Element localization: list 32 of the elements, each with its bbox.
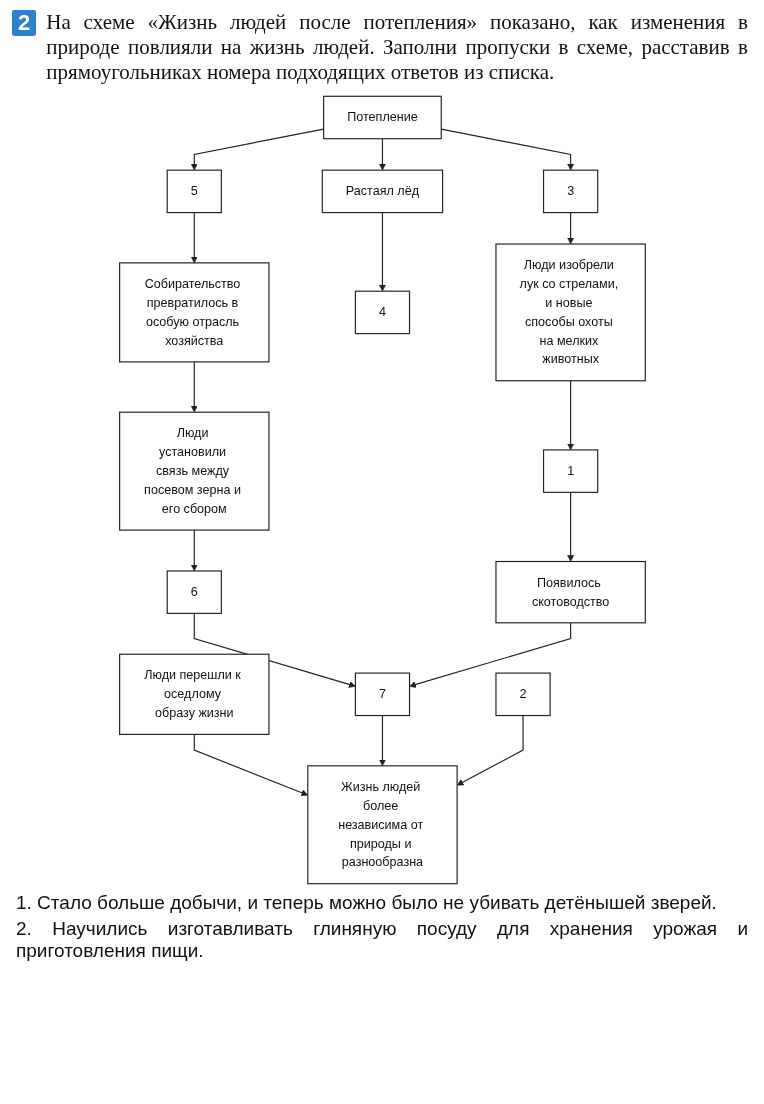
node-box: Люди перешли к оседлому образу жизни: [118, 653, 270, 735]
arrow: [440, 128, 574, 171]
node-box: Собирательство превратилось в особую отрасль хозяйства: [118, 261, 270, 363]
arrow: [378, 211, 386, 292]
node-box: 7: [354, 672, 410, 716]
task-text: На схеме «Жизнь людей после потепления» показано, как изменения в природе повлияли на жизнь людей. Заполни пропуски в схеме, расставив в прямоугольниках номера подходящих ответов из списка.: [46, 10, 748, 86]
arrow: [378, 714, 386, 766]
node-box: 3: [542, 169, 598, 213]
node-box: 6: [166, 569, 222, 614]
node-box: 1: [542, 448, 598, 493]
node-box: Появилось скотоводство: [494, 560, 646, 623]
node-box: 4: [354, 290, 410, 334]
answer-option: 2. Научились изготавливать глиняную посуду для хранения урожая и приготовления пищи.: [0, 915, 764, 964]
arrow: [193, 733, 308, 796]
node-box: Жизнь людей более независима от природы и разнообразна: [306, 764, 458, 884]
arrow: [566, 379, 574, 450]
answer-option: 1. Стало больше добычи, и теперь можно было не убивать детёнышей зверей.: [0, 889, 764, 916]
node-box: 5: [166, 169, 222, 213]
arrow: [456, 714, 524, 785]
node-box: Люди установили связь между посевом зерна и его сбором: [118, 411, 270, 531]
node-box: Люди изобрели лук со стрелами, и новые способы охоты на мелких животных: [494, 243, 646, 381]
node-box: 2: [494, 672, 551, 716]
node-box: Растаял лёд: [321, 169, 443, 213]
task-number: 2: [12, 10, 37, 36]
arrow: [190, 211, 198, 263]
node-box: Потепление: [322, 95, 442, 139]
arrow: [566, 211, 574, 244]
arrow: [190, 360, 198, 413]
arrow: [378, 137, 386, 171]
arrow: [566, 491, 574, 562]
arrow: [190, 128, 324, 171]
arrow: [190, 529, 198, 571]
